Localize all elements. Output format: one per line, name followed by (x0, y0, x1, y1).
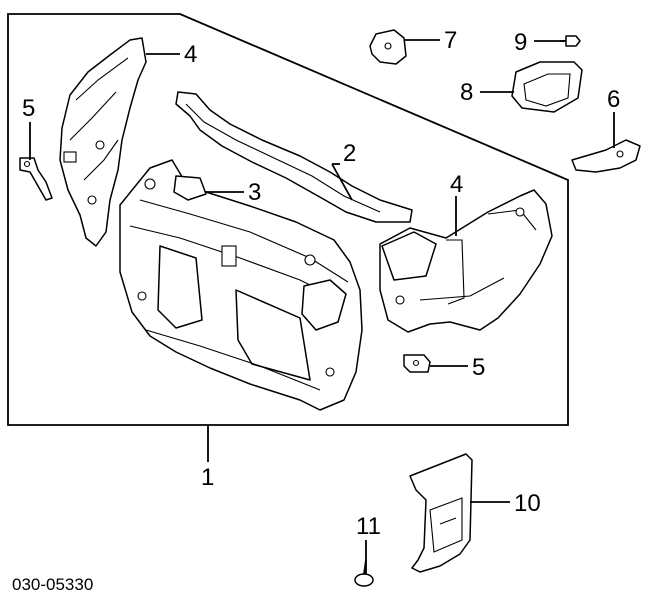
part-5-left-bracket (19, 157, 53, 201)
callout-9: 9 (514, 29, 527, 56)
callout-7: 7 (444, 27, 457, 54)
part-10-air-guide (409, 453, 473, 573)
part-8-air-duct (511, 61, 583, 113)
part-7-bracket (369, 29, 407, 65)
part-2-upper-tie-bar (175, 91, 413, 223)
callout-2: 2 (343, 140, 356, 167)
part-5-right-bracket (403, 354, 431, 373)
callout-5-left: 5 (22, 95, 35, 122)
leader-lines (29, 39, 615, 574)
part-11-clip (354, 559, 374, 587)
callout-10: 10 (514, 490, 541, 517)
callout-4-right: 4 (450, 171, 463, 198)
callout-11: 11 (356, 513, 381, 540)
part-1-core-support (119, 159, 363, 411)
callout-4-left: 4 (184, 41, 197, 68)
diagram-code: 030-05330 (12, 575, 93, 594)
assembly-boundary (7, 13, 569, 426)
callout-3: 3 (248, 179, 261, 206)
part-4-right-bracket (379, 189, 553, 333)
part-6-bracket (571, 139, 641, 173)
callout-8: 8 (460, 79, 473, 106)
callout-6: 6 (607, 86, 620, 113)
callout-1: 1 (201, 464, 214, 491)
part-4-left-bracket (59, 37, 147, 247)
callout-5-right: 5 (472, 354, 485, 381)
